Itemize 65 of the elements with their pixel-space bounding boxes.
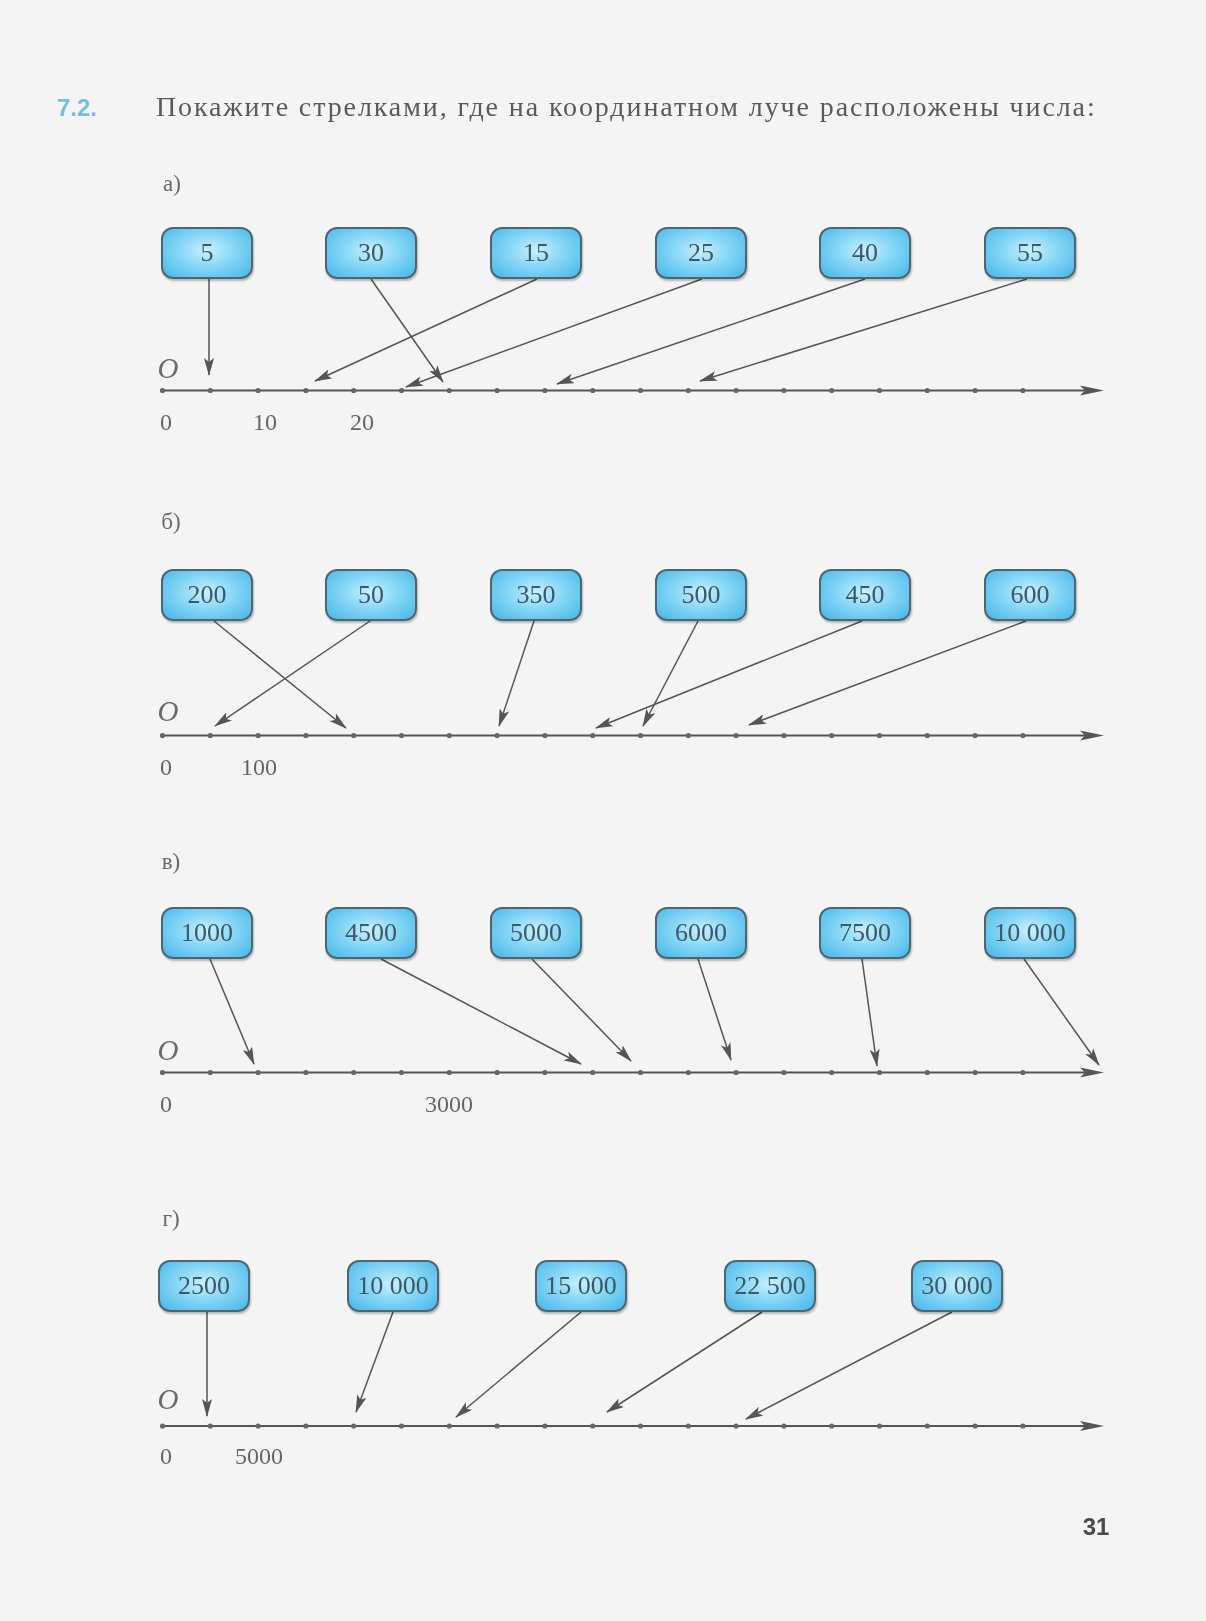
number-card: 1000 [161,907,253,959]
arrow [745,1311,953,1420]
arrow [642,620,699,727]
number-card: 200 [161,569,253,621]
tick-label: 5000 [235,1442,283,1470]
part-letter: а) [163,171,181,197]
arrow [380,958,582,1065]
number-card: 22 500 [724,1260,816,1312]
arrow [699,278,1028,382]
number-card: 5 [161,227,253,279]
number-card: 50 [325,569,417,621]
arrow [455,1311,582,1418]
number-card: 6000 [655,907,747,959]
arrow [314,278,538,382]
exercise-heading: 7.2. Покажите стрелками, где на координатном луче расположены числа: [57,92,1097,123]
origin-letter: O [157,1384,179,1416]
number-card: 5000 [490,907,582,959]
number-card: 30 [325,227,417,279]
arrow [697,958,732,1061]
tick-label: 0 [160,408,172,436]
part-letter: в) [161,849,181,875]
arrow [531,958,632,1062]
arrow [861,958,880,1067]
arrow [748,620,1027,726]
number-card: 500 [655,569,747,621]
tick-label: 10 [253,408,277,436]
number-card: 600 [984,569,1076,621]
arrow [202,1311,212,1417]
tick-label: 20 [350,408,374,436]
number-card: 350 [490,569,582,621]
number-card: 30 000 [911,1260,1003,1312]
arrow [606,1311,763,1413]
tick-label: 0 [160,753,172,781]
page-number: 31 [1082,1513,1110,1541]
number-card: 7500 [819,907,911,959]
arrow [405,278,703,388]
arrow [595,620,863,729]
arrow [370,278,444,383]
arrow [204,278,214,376]
number-card: 15 [490,227,582,279]
arrow [1023,958,1100,1066]
tick-label: 0 [160,1090,172,1118]
number-card: 15 000 [535,1260,627,1312]
arrow [209,958,255,1065]
number-card: 450 [819,569,911,621]
arrow [214,620,371,727]
number-card: 10 000 [984,907,1076,959]
origin-letter: O [157,696,179,728]
origin-letter: O [157,1035,179,1067]
number-card: 4500 [325,907,417,959]
part-letter: б) [161,509,181,535]
tick-label: 3000 [425,1090,473,1118]
part-letter: г) [162,1206,180,1232]
arrow [355,1311,394,1413]
arrow [556,278,866,385]
origin-letter: O [157,353,179,385]
tick-label: 0 [160,1442,172,1470]
number-card: 40 [819,227,911,279]
tick-label: 100 [241,753,277,781]
number-card: 25 [655,227,747,279]
number-card: 2500 [158,1260,250,1312]
number-card: 55 [984,227,1076,279]
number-card: 10 000 [347,1260,439,1312]
arrow [498,620,535,727]
arrow [213,620,347,729]
